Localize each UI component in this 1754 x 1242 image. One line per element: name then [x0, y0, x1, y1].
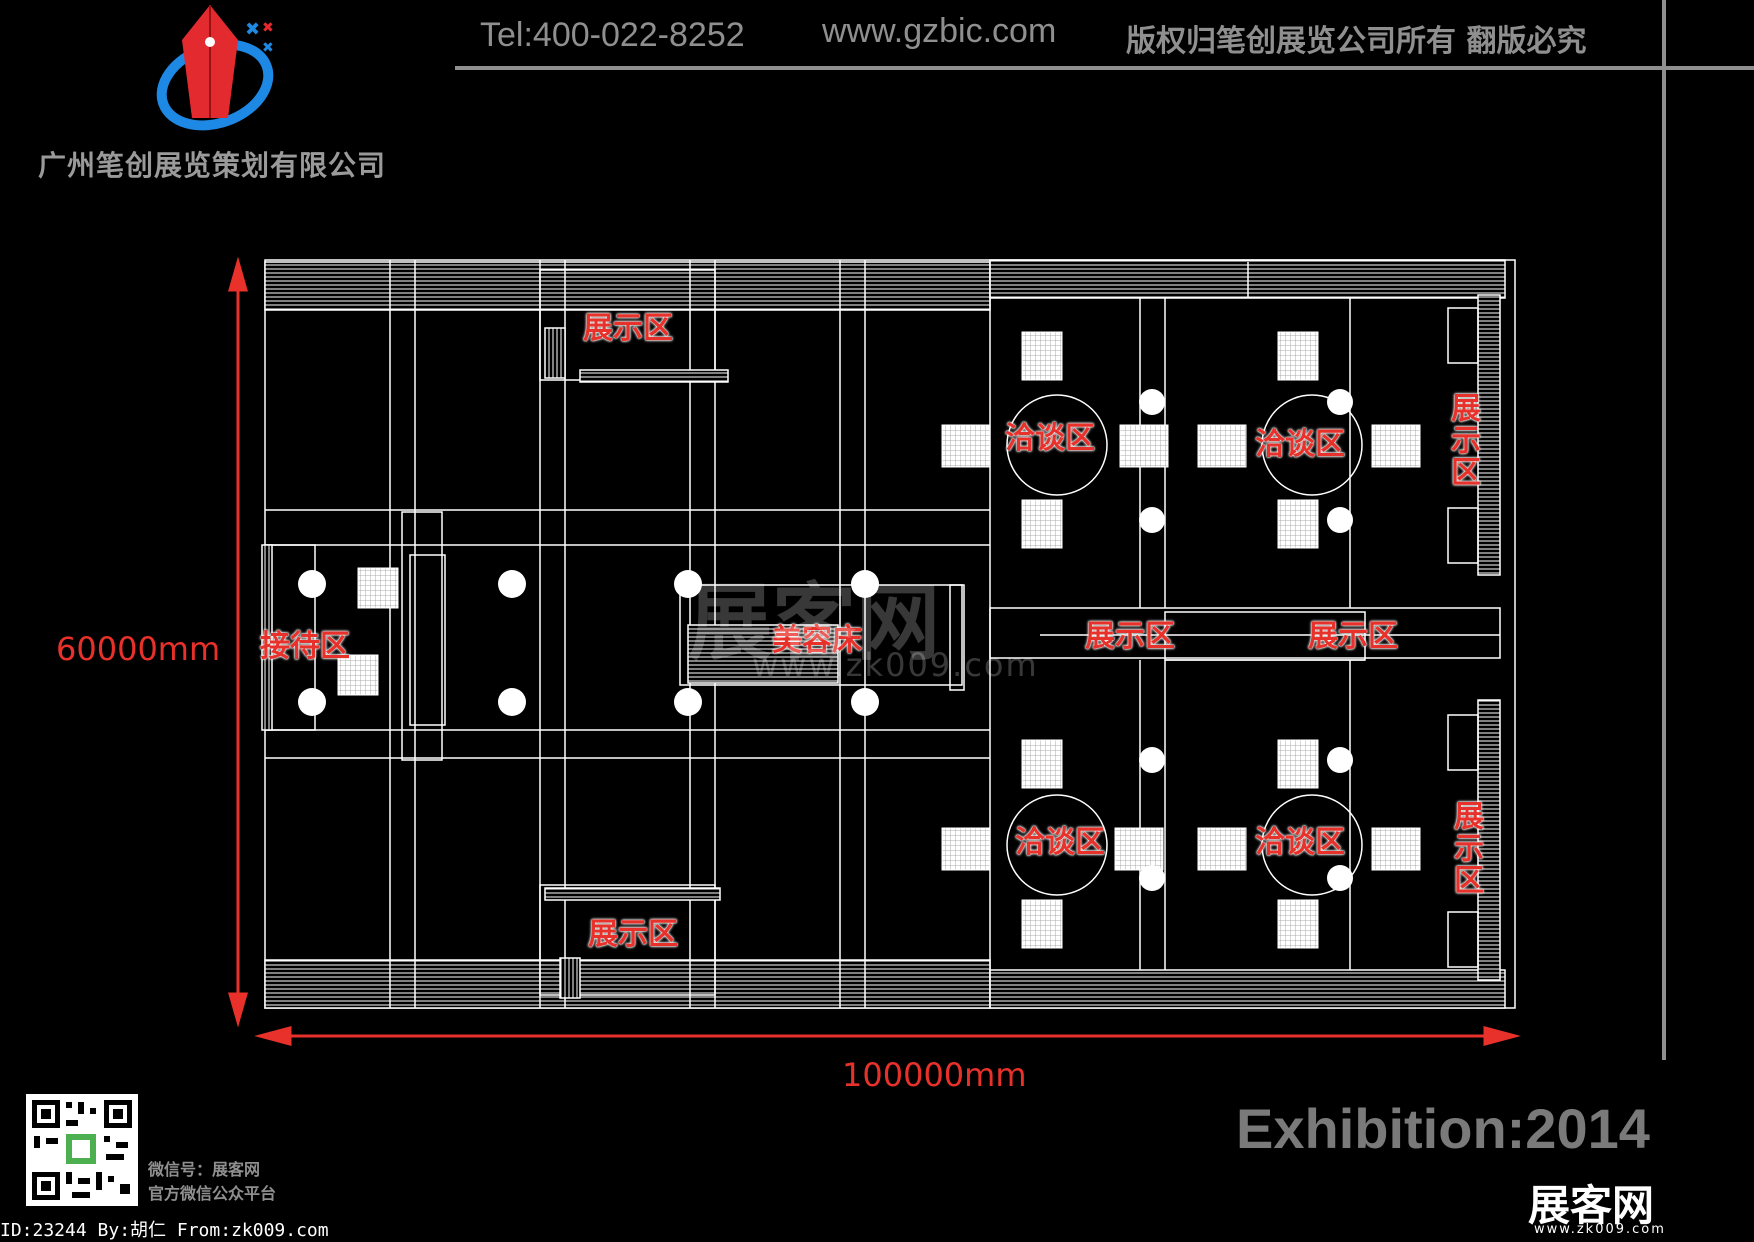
zone-display-mid-2: 展示区	[1308, 619, 1398, 654]
zone-negotiation-br: 洽谈区	[1255, 825, 1345, 860]
wall-bottom-left	[264, 959, 991, 1009]
wall-bottom-right	[989, 969, 1506, 1009]
wall-top-left	[264, 261, 991, 311]
header-website[interactable]: www.gzbic.com	[822, 12, 1057, 50]
header-copyright: 版权归笔创展览公司所有 翻版必究	[1126, 24, 1587, 59]
zone-negotiation-tr: 洽谈区	[1255, 427, 1345, 462]
nego-table-tl	[1006, 394, 1108, 496]
nego-table-tr	[1261, 394, 1363, 496]
zone-display-top: 展示区	[583, 311, 673, 346]
height-dimension-label: 60000mm	[56, 630, 221, 668]
frame-right-rule	[1662, 0, 1666, 1060]
svg-text:✖: ✖	[262, 40, 274, 56]
header-tel: Tel:400-022-8252	[480, 16, 745, 54]
nego-table-bl	[1006, 794, 1108, 896]
zone-negotiation-bl: 洽谈区	[1015, 825, 1105, 860]
zone-reception: 接待区	[260, 629, 350, 664]
header-rule	[455, 66, 1754, 70]
wechat-platform: 官方微信公众平台	[148, 1184, 277, 1203]
brand-url: www.zk009.com	[1534, 1222, 1666, 1237]
company-name: 广州笔创展览策划有限公司	[38, 149, 387, 182]
zone-beauty-bed: 美容床	[772, 623, 862, 658]
zone-display-bottom: 展示区	[588, 917, 678, 952]
zone-display-right-top: 展示区	[1445, 392, 1480, 488]
watermark-url: www.zk009.com	[752, 646, 1039, 684]
id-credit: ID:23244 By:胡仁 From:zk009.com	[0, 1220, 329, 1241]
brand-logo-cn: 展客网	[1528, 1181, 1655, 1230]
watermark-brand: 展客网	[688, 574, 941, 672]
nego-table-br	[1261, 794, 1363, 896]
svg-text:✖: ✖	[262, 20, 274, 36]
zone-display-right-bottom: 展示区	[1448, 800, 1483, 896]
zone-display-mid-1: 展示区	[1085, 619, 1175, 654]
exhibition-year: Exhibition:2014	[1236, 1097, 1650, 1160]
width-dimension-label: 100000mm	[842, 1056, 1027, 1094]
wechat-account: 微信号：展客网	[148, 1160, 261, 1179]
qr-code-icon[interactable]	[26, 1094, 138, 1206]
company-logo: ✖ ✖ ✖	[156, 5, 274, 131]
logo-stars-icon: ✖	[245, 19, 260, 40]
zone-negotiation-tl: 洽谈区	[1005, 421, 1095, 456]
